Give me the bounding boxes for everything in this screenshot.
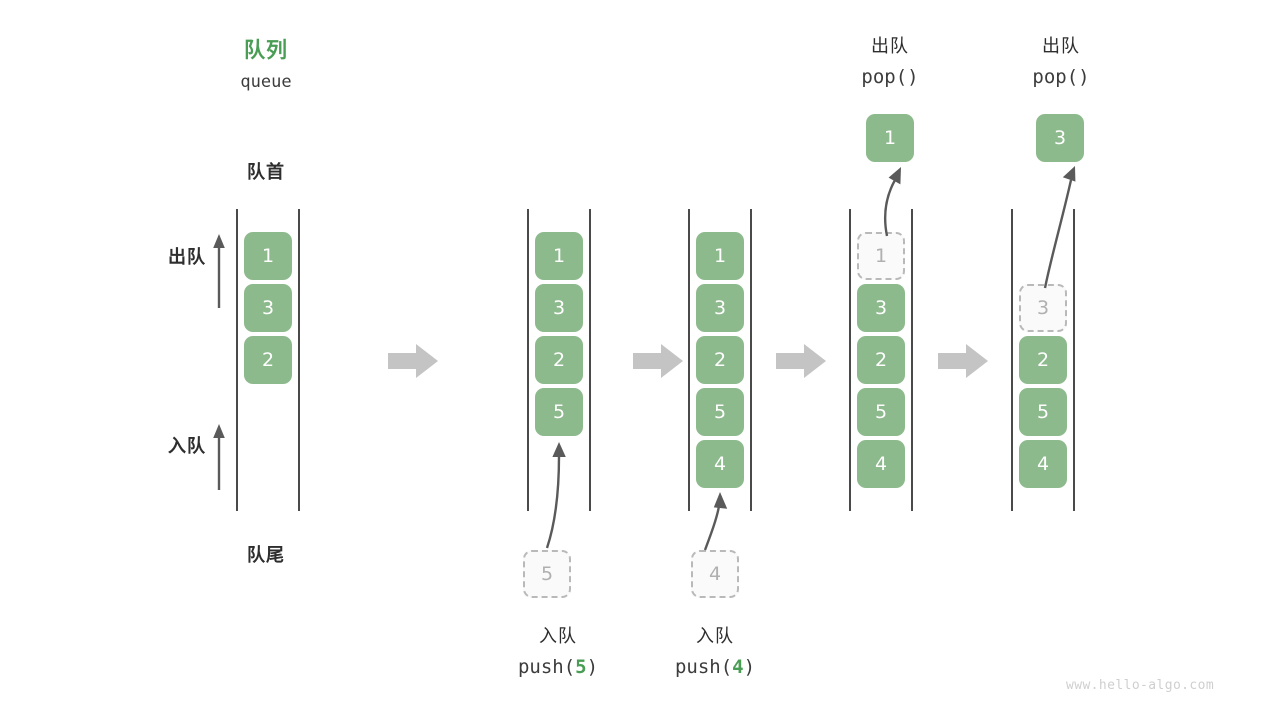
push-label-cn-c1: 入队 [539,626,577,647]
queue-cell: 2 [244,336,292,384]
queue-cell: 5 [1019,388,1067,436]
queue-cell: 1 [696,232,744,280]
queue-rail-left-c1 [527,209,529,511]
queue-rail-left-c2 [688,209,690,511]
queue-rail-right-c2 [750,209,752,511]
queue-cell: 3 [696,284,744,332]
pop-label-cn-c4: 出队 [1042,36,1080,57]
queue-rail-left-c4 [1011,209,1013,511]
code-arg: 5 [575,656,587,678]
popped-cell: 1 [866,114,914,162]
push-label-cn-c2: 入队 [696,626,734,647]
queue-cell: 3 [535,284,583,332]
queue-cell: 4 [696,440,744,488]
queue-cell: 2 [857,336,905,384]
pop-label-code-c4: pop() [1032,66,1090,88]
queue-cell: 4 [1019,440,1067,488]
push-motion-arrow [545,442,566,549]
enqueue-direction-arrow [213,424,225,490]
pop-label-cn-c3: 出队 [871,36,909,57]
dequeue-direction-arrow [213,234,225,308]
push-label-code-c2: push(4) [645,656,785,678]
step-arrow-icon [388,344,438,378]
queue-rail-right-c3 [911,209,913,511]
queue-cell: 2 [1019,336,1067,384]
queue-cell: 2 [696,336,744,384]
pop-label-code-c3: pop() [861,66,919,88]
enqueue-side-label: 入队 [168,436,206,457]
dequeue-side-label: 出队 [168,247,206,268]
queue-cell: 5 [857,388,905,436]
queue-head-label: 队首 [247,162,285,183]
push-motion-arrow [703,492,728,551]
popped-cell: 3 [1036,114,1084,162]
pop-motion-arrow [1043,166,1076,289]
incoming-ghost-cell: 4 [691,550,739,598]
queue-cell: 3 [244,284,292,332]
outgoing-ghost-cell: 1 [857,232,905,280]
queue-cell: 5 [696,388,744,436]
incoming-ghost-cell: 5 [523,550,571,598]
outgoing-ghost-cell: 3 [1019,284,1067,332]
queue-tail-label: 队尾 [247,545,285,566]
step-arrow-icon [633,344,683,378]
queue-rail-left-c3 [849,209,851,511]
code-suffix: ) [743,656,756,678]
queue-cell: 1 [535,232,583,280]
step-arrow-icon [776,344,826,378]
code-prefix: push( [517,656,576,678]
step-arrow-icon [938,344,988,378]
push-label-code-c1: push(5) [488,656,628,678]
queue-rail-right-c1 [589,209,591,511]
queue-title-en: queue [240,72,292,92]
pop-motion-arrow [883,167,901,237]
queue-rail-right-c4 [1073,209,1075,511]
queue-cell: 1 [244,232,292,280]
code-prefix: push( [674,656,733,678]
code-arg: 4 [732,656,744,678]
queue-cell: 4 [857,440,905,488]
queue-cell: 2 [535,336,583,384]
queue-title-cn: 队列 [244,38,288,62]
watermark: www.hello-algo.com [1066,678,1215,693]
queue-cell: 5 [535,388,583,436]
queue-rail-right-c0 [298,209,300,511]
queue-cell: 3 [857,284,905,332]
queue-rail-left-c0 [236,209,238,511]
code-suffix: ) [586,656,599,678]
